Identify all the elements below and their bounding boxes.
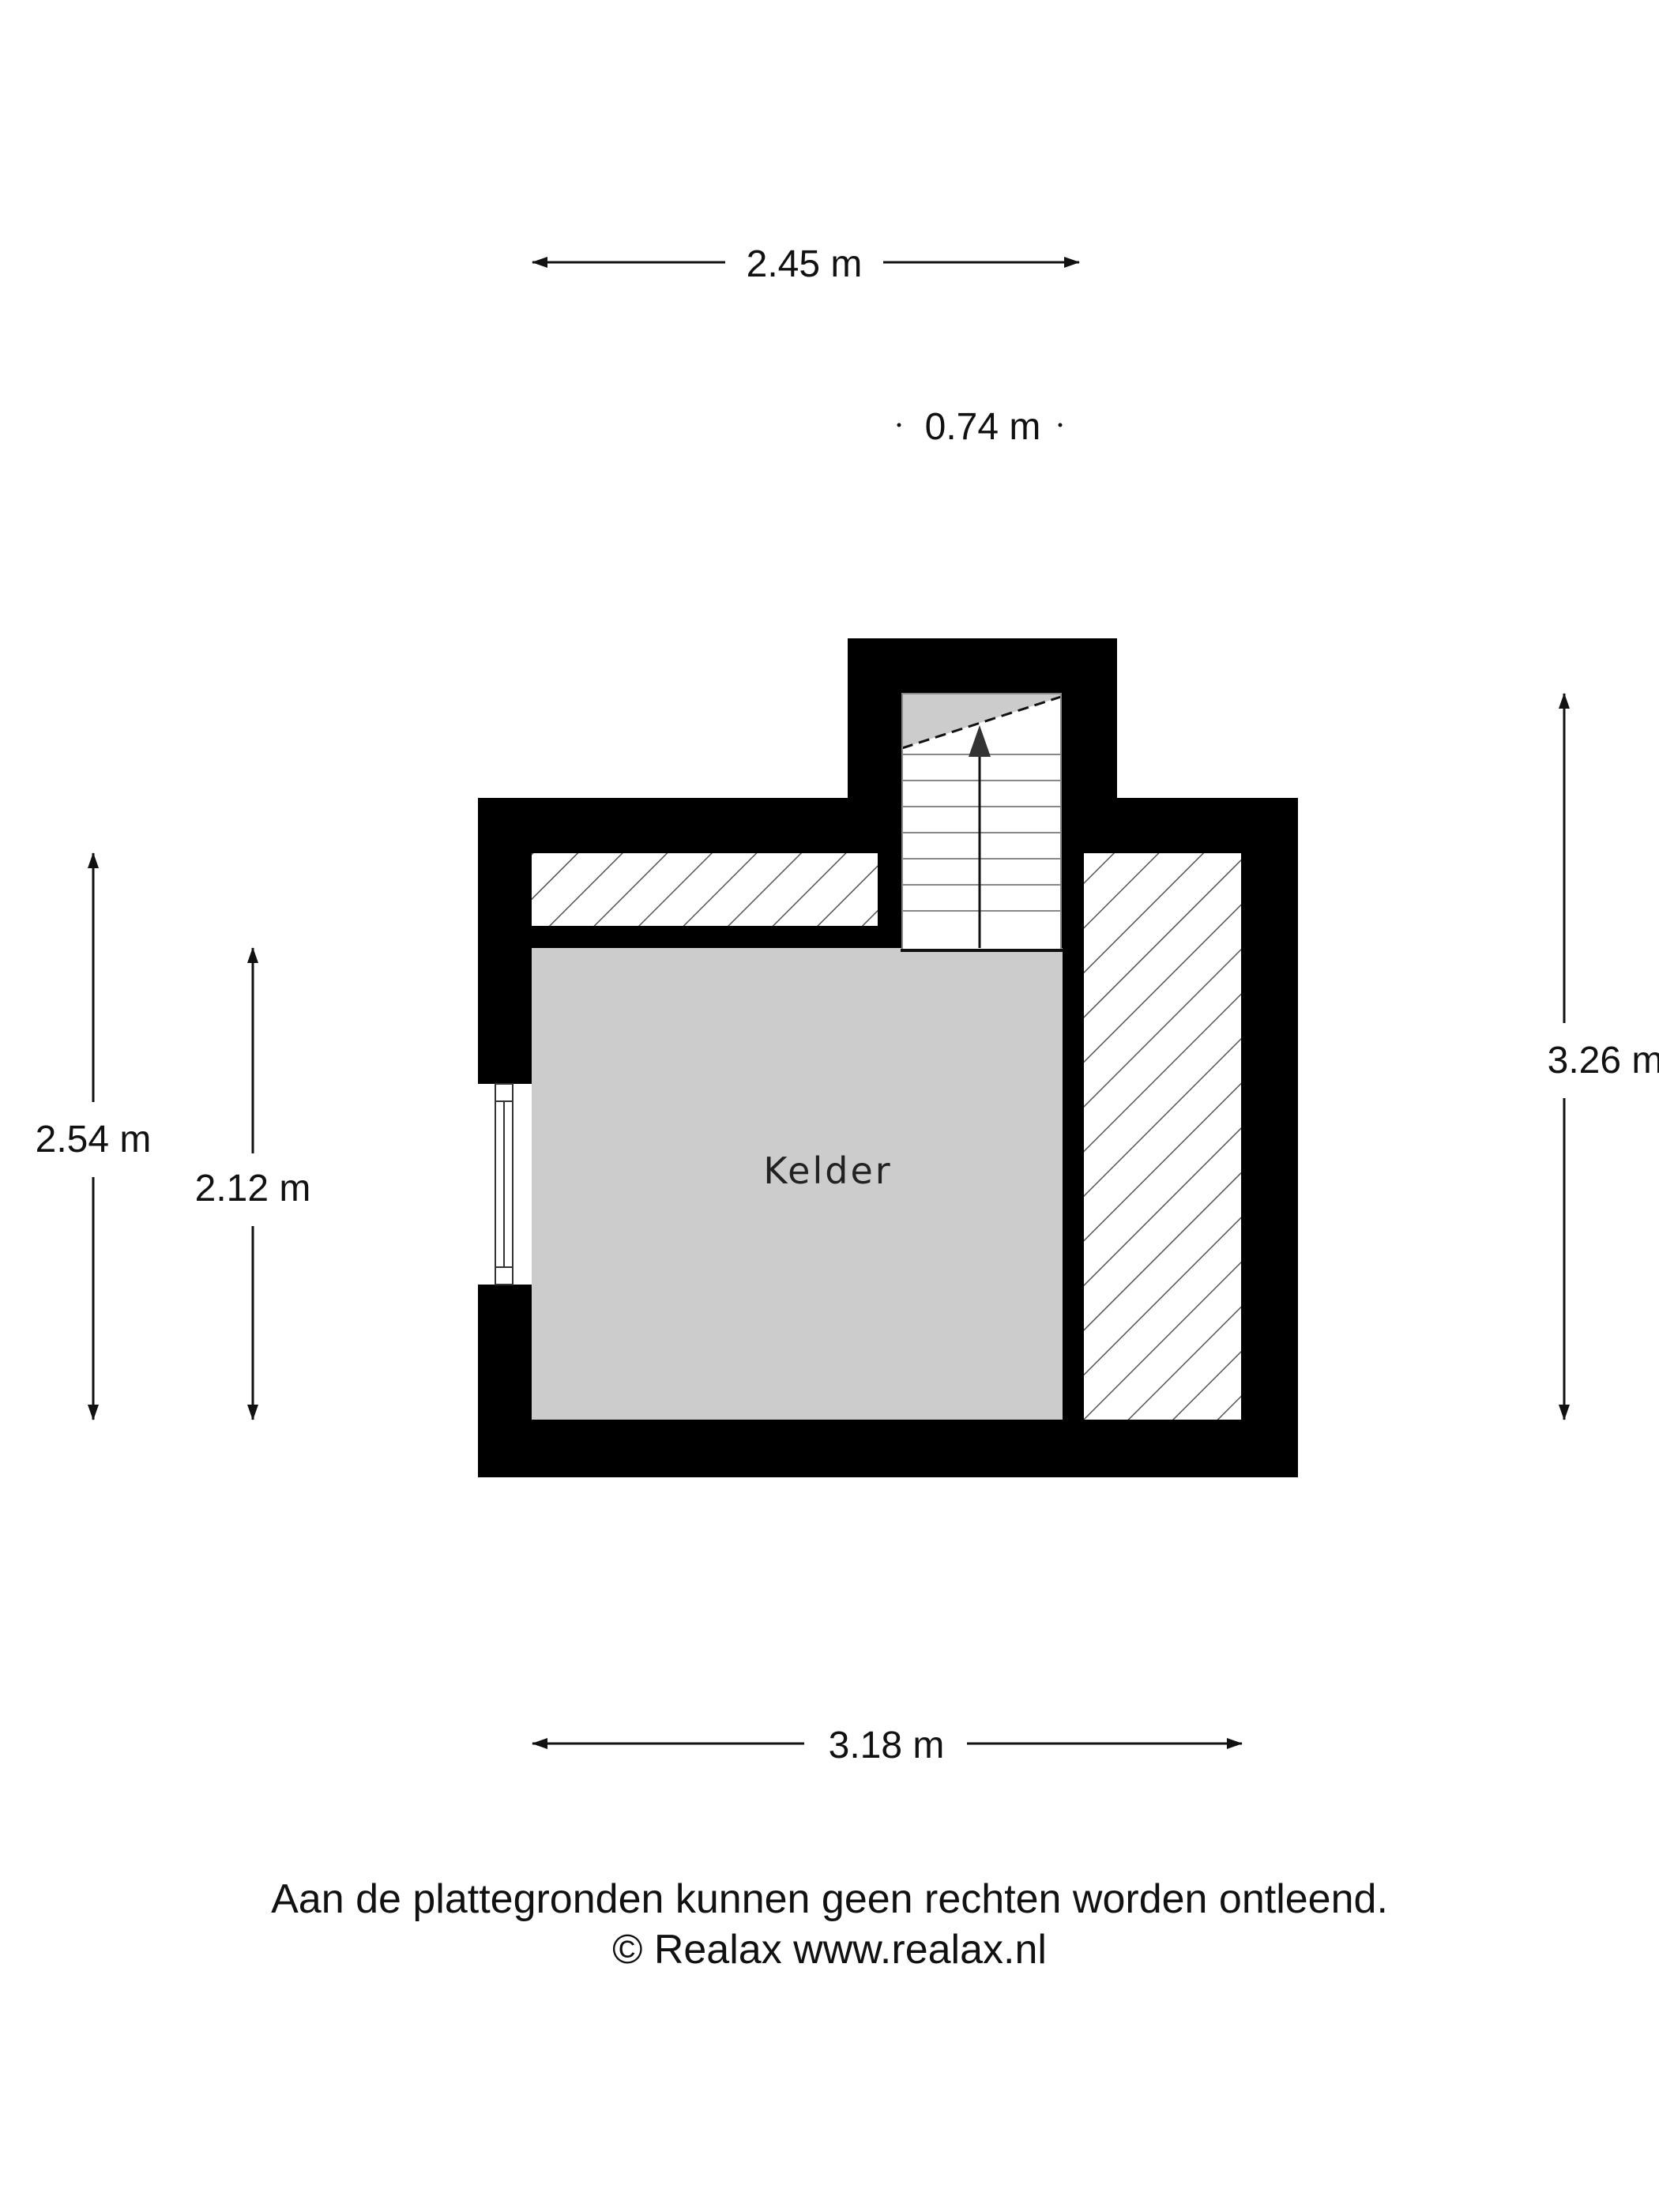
dimension-label: 2.54 m — [36, 1119, 152, 1161]
dimension-left-outer-height: 2.54 m — [36, 852, 152, 1420]
stair-cut-line — [901, 695, 1062, 750]
dimension-stair-width: 0.74 m — [897, 406, 1063, 448]
dimension-label: 2.12 m — [195, 1168, 311, 1209]
dimension-label: 3.18 m — [829, 1725, 945, 1766]
dimension-right-height: 3.26 m — [1548, 693, 1659, 1420]
dimension-label: 2.45 m — [747, 243, 863, 285]
window-frame — [495, 1083, 514, 1285]
disclaimer-text: Aan de plattegronden kunnen geen rechten… — [271, 1876, 1388, 1922]
dimension-label: 0.74 m — [925, 406, 1041, 448]
dimension-left-inner-height: 2.12 m — [195, 947, 311, 1420]
room-label-kelder: Kelder — [763, 1149, 892, 1192]
room-kelder-floor — [532, 948, 1063, 1420]
stair-arrow-icon — [969, 725, 991, 757]
copyright-text: © Realax www.realax.nl — [612, 1927, 1047, 1973]
dimension-top-width: 2.45 m — [532, 243, 1080, 285]
dimension-bottom-width: 3.18 m — [532, 1725, 1243, 1766]
dimension-label: 3.26 m — [1548, 1040, 1659, 1082]
